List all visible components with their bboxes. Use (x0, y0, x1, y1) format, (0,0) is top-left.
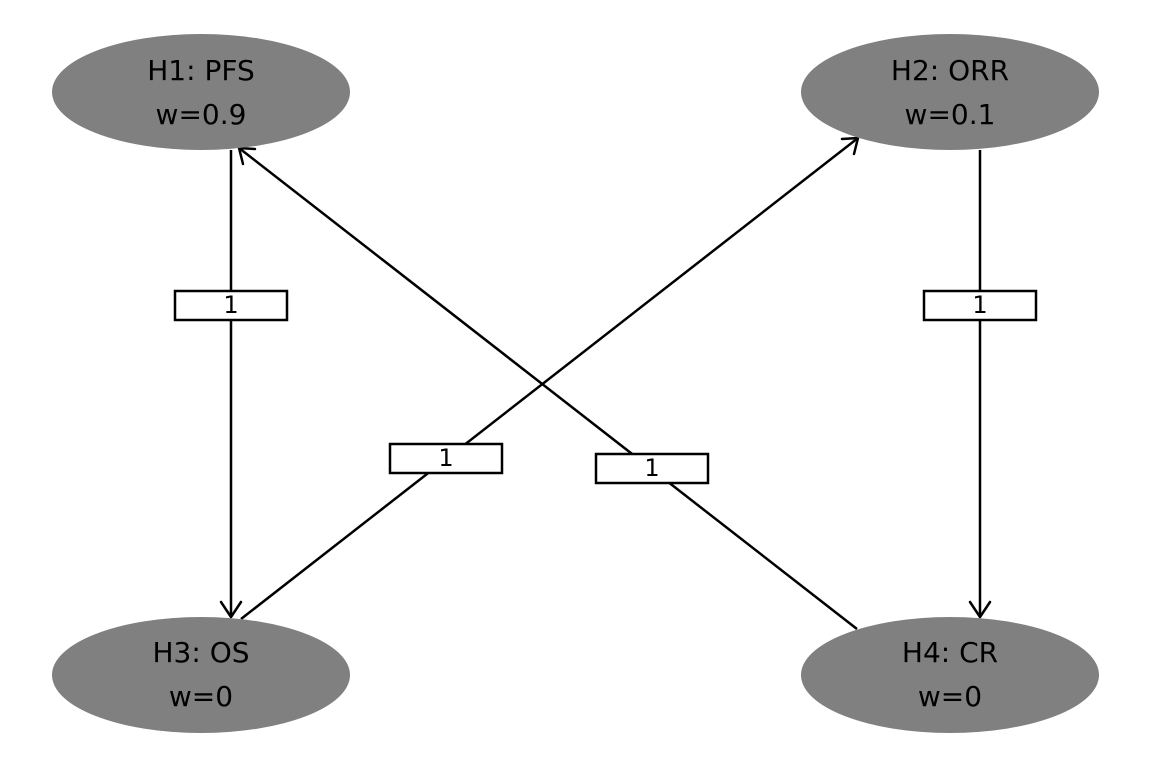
node-h4-weight: w=0 (918, 680, 982, 713)
edge-weight-label: 1 (223, 291, 238, 319)
edge-label-box (173, 289, 289, 322)
edge-label-h3-to-h2: 1 (388, 442, 504, 475)
node-h3: H3: OS w=0 (52, 617, 350, 733)
edge-h3-to-h2 (240, 136, 860, 620)
edge-h4-to-h1 (237, 146, 858, 630)
edge-weight-label: 1 (972, 291, 987, 319)
edge-label-h2-to-h4: 1 (922, 289, 1038, 322)
node-h3-ellipse (52, 617, 350, 733)
arrowhead-icon (219, 600, 243, 619)
node-h1-ellipse (52, 34, 350, 150)
edge-label-h1-to-h3: 1 (173, 289, 289, 322)
edge-h1-to-h3 (219, 150, 243, 619)
node-h1: H1: PFS w=0.9 (52, 34, 350, 150)
edge-h3-to-h2-line (240, 137, 859, 620)
node-h4-title: H4: CR (902, 636, 998, 669)
node-h2-ellipse (801, 34, 1099, 150)
edge-weight-label: 1 (644, 454, 659, 482)
edge-label-h4-to-h1: 1 (594, 452, 710, 485)
node-h4-ellipse (801, 617, 1099, 733)
edge-h2-to-h4 (968, 150, 992, 619)
node-h4: H4: CR w=0 (801, 617, 1099, 733)
arrowhead-icon (840, 136, 860, 156)
edge-label-box (388, 442, 504, 475)
edge-h4-to-h1-line (238, 147, 858, 630)
node-h2-weight: w=0.1 (905, 98, 996, 131)
node-h2-title: H2: ORR (891, 54, 1009, 87)
arrowhead-icon (968, 600, 992, 619)
node-h2: H2: ORR w=0.1 (801, 34, 1099, 150)
edge-label-box (922, 289, 1038, 322)
edge-label-box (594, 452, 710, 485)
edge-weight-label: 1 (438, 444, 453, 472)
node-h3-title: H3: OS (152, 636, 249, 669)
node-h3-weight: w=0 (169, 680, 233, 713)
node-h1-weight: w=0.9 (156, 98, 247, 131)
node-h1-title: H1: PFS (147, 54, 254, 87)
